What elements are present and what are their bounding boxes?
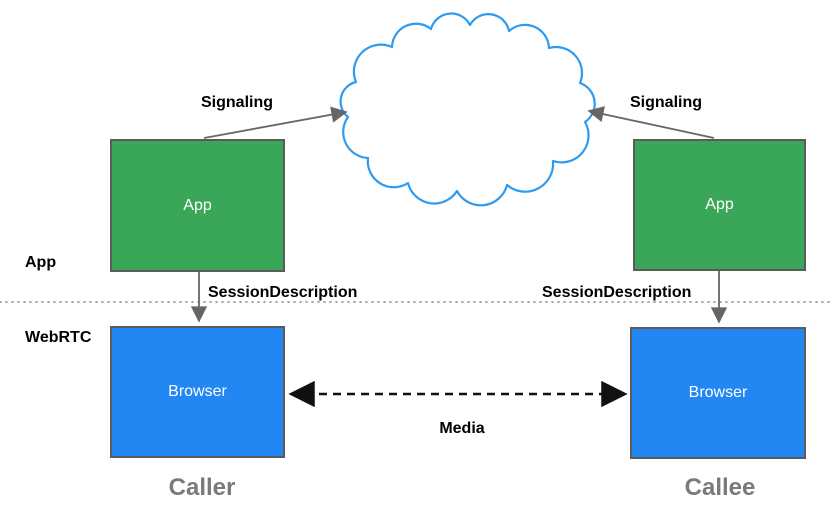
layer-label-webrtc: WebRTC (25, 329, 92, 346)
callee-browser-box: Browser (630, 327, 806, 459)
callee-app-label: App (705, 196, 734, 213)
signaling-label-right: Signaling (630, 94, 702, 111)
layer-label-app: App (25, 254, 57, 271)
signaling-cloud-icon (339, 12, 596, 207)
caller-caption: Caller (168, 474, 236, 501)
sessiondescription-label-left: SessionDescription (208, 284, 358, 301)
sessiondescription-label-right: SessionDescription (542, 284, 692, 301)
caller-browser-box: Browser (110, 326, 285, 458)
callee-browser-label: Browser (688, 384, 748, 401)
caller-app-box: App (110, 139, 285, 272)
callee-caption: Callee (684, 474, 756, 501)
callee-app-box: App (633, 139, 806, 271)
caller-app-label: App (183, 196, 212, 214)
media-label: Media (439, 420, 485, 437)
signaling-arrow-right (587, 106, 715, 139)
signaling-arrow-left (203, 106, 348, 139)
signaling-label-left: Signaling (201, 94, 273, 111)
caller-browser-label: Browser (168, 383, 227, 400)
